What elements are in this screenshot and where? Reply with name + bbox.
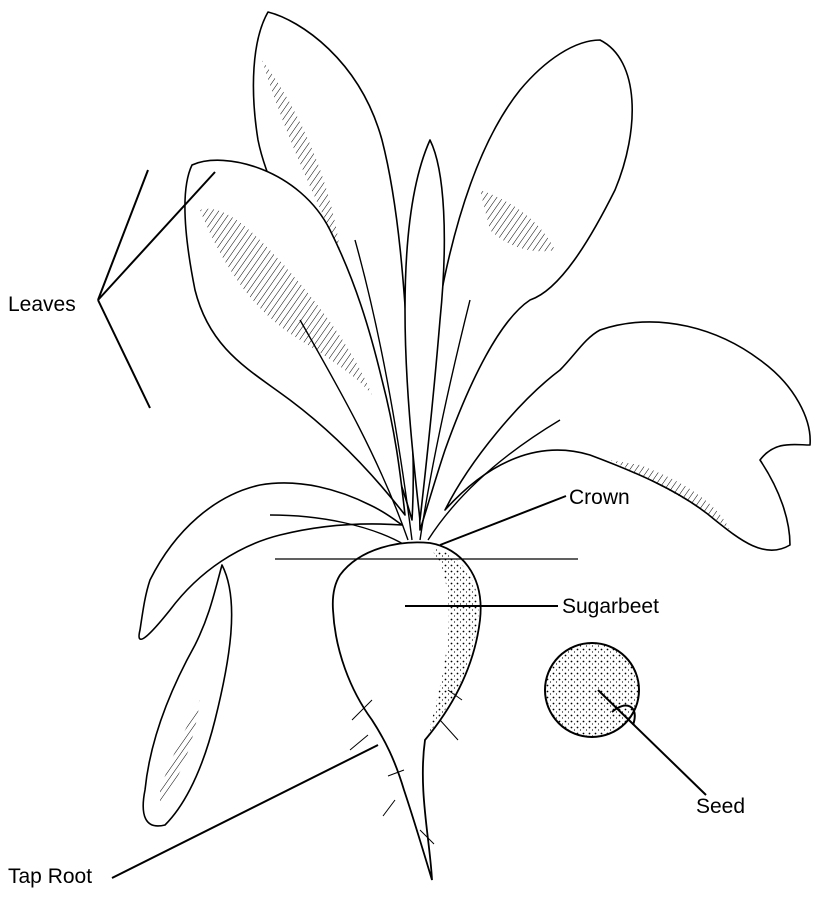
label-tap-root: Tap Root (8, 866, 92, 887)
label-seed: Seed (696, 796, 745, 817)
leader-leaves-bottom (98, 300, 150, 408)
leaves-group (139, 12, 810, 826)
seed-shape (545, 643, 639, 737)
label-leaves: Leaves (8, 294, 76, 315)
leaf-right-spread (445, 322, 810, 550)
leader-leaves-top (98, 170, 148, 300)
leader-crown (440, 496, 566, 545)
label-sugarbeet: Sugarbeet (562, 596, 659, 617)
label-crown: Crown (569, 487, 630, 508)
leader-seed (598, 690, 706, 795)
